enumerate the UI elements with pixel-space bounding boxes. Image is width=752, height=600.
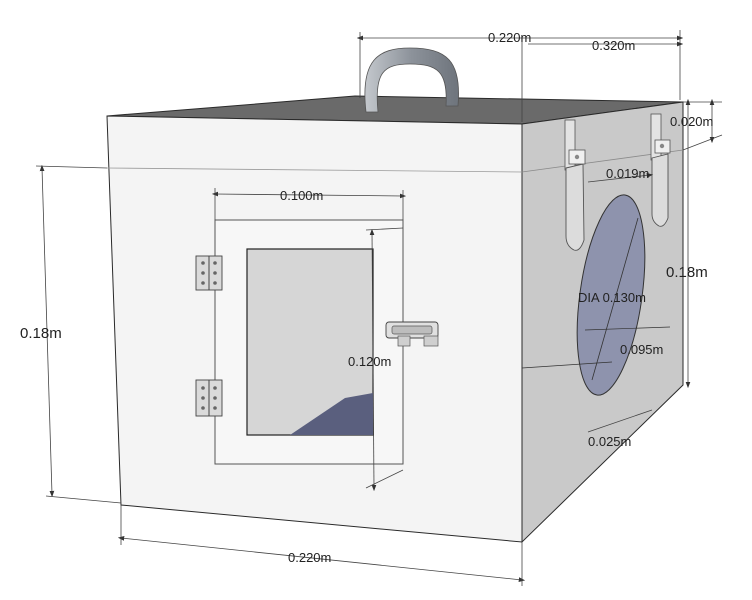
latch-icon (650, 113, 671, 227)
side-hole (576, 194, 646, 396)
lid-line-front (106, 167, 523, 173)
label-top-offset: 0.320m (592, 38, 635, 53)
label-side-height: 0.18m (666, 264, 708, 281)
hinge-icon (195, 255, 223, 291)
label-lid-thickness: 0.020m (670, 114, 713, 129)
bolt-icon (385, 321, 439, 347)
hole-center-line-2 (521, 361, 613, 369)
latch-icon (564, 119, 586, 251)
window-shadow (290, 393, 373, 435)
hinge-icon (195, 379, 223, 417)
label-bottom-width: 0.220m (288, 550, 331, 565)
handle-icon (364, 47, 459, 113)
label-hole-center: 0.095m (620, 342, 663, 357)
label-front-height: 0.18m (20, 325, 62, 342)
label-door-height: 0.120m (348, 354, 391, 369)
label-hole-bottom: 0.025m (588, 434, 631, 449)
label-latch-offset: 0.019m (606, 166, 649, 181)
label-door-width: 0.100m (280, 188, 323, 203)
hole-center-line (584, 326, 671, 331)
label-hole-diameter: DIA 0.130m (578, 290, 646, 305)
dimension-lines (35, 30, 723, 586)
hole-diameter-line (591, 217, 639, 381)
label-top-depth: 0.220m (488, 30, 531, 45)
